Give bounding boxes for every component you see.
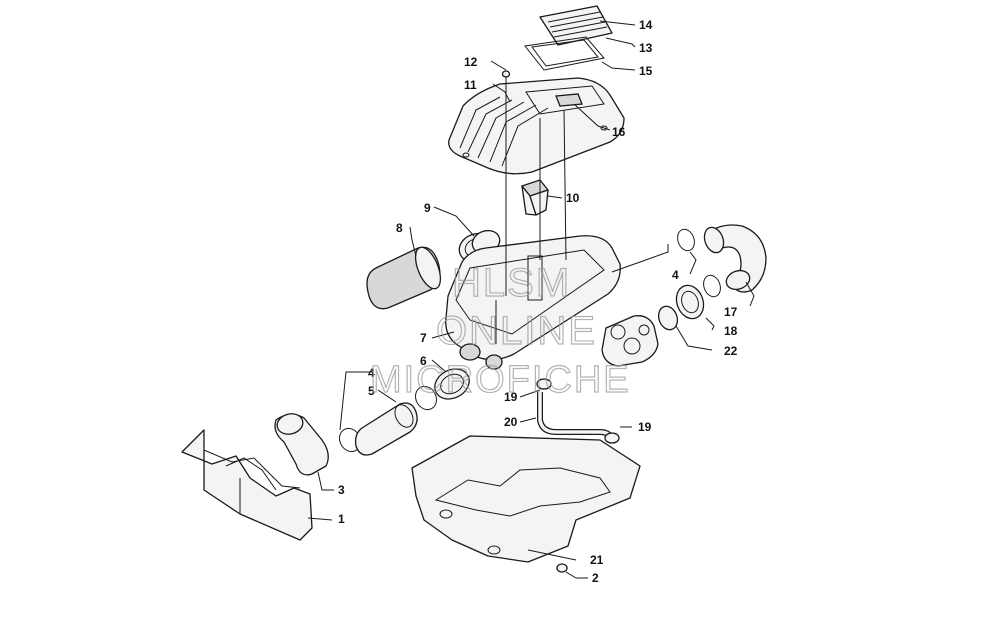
callout-21: 21 [590,553,604,567]
callout-22: 22 [724,344,738,358]
part-screw-12 [501,70,511,83]
part-bolt-21 [556,563,568,573]
callout-4-upper: 4 [672,268,679,282]
watermark-line1: HLSM [452,261,571,305]
callout-11: 11 [464,78,477,92]
callout-14: 14 [639,18,653,32]
callout-9: 9 [424,201,431,215]
callout-18: 18 [724,324,738,338]
part-filter-10 [520,179,550,216]
part-elbow-17 [703,224,767,293]
callout-12: 12 [464,55,478,69]
part-cover-13 [539,5,613,46]
callout-4-lower: 4 [368,366,375,380]
part-airbox-base-7 [445,235,621,370]
part-foam-filter-8 [366,246,442,310]
callout-3: 3 [338,483,345,497]
callout-labels: 14 13 15 12 11 16 10 9 8 4 17 18 22 7 6 … [338,18,738,585]
callout-7: 7 [420,331,427,345]
part-duct-1 [181,429,313,541]
callout-1: 1 [338,512,345,526]
part-tube-5 [354,402,418,456]
callout-16: 16 [612,125,626,139]
part-skid-plate-2 [411,435,641,563]
callout-20: 20 [504,415,518,429]
callout-2: 2 [592,571,599,585]
callout-13: 13 [639,41,653,55]
callout-10: 10 [566,191,580,205]
part-clamp-4-upper [677,228,721,298]
watermark-line2: ONLINE [436,309,597,353]
part-clamp-19-lower [604,432,620,444]
watermark-line3: MICROFICHE [370,359,631,401]
callout-8: 8 [396,221,403,235]
part-coupler-18 [675,284,705,320]
callout-17: 17 [724,305,738,319]
leader-lines [307,20,755,579]
callout-6: 6 [420,354,427,368]
watermark: HLSM ONLINE MICROFICHE [369,260,631,401]
part-elbow-3 [274,413,329,476]
callout-19-upper: 19 [504,390,518,404]
part-throttle-body-22 [601,305,679,367]
part-gasket-15 [524,36,605,71]
part-clamp-19-upper [536,378,552,390]
callout-15: 15 [639,64,653,78]
callout-5: 5 [368,384,375,398]
callout-19-lower: 19 [638,420,652,434]
